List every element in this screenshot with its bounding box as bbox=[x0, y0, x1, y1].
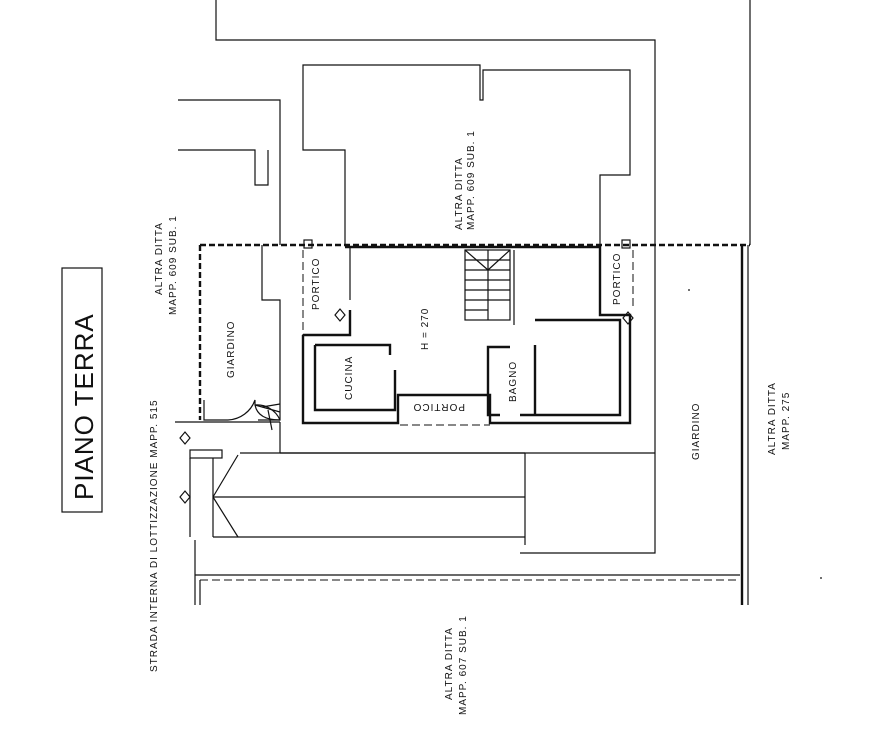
spiral-stair bbox=[254, 403, 281, 431]
house bbox=[301, 239, 634, 426]
staircase bbox=[464, 249, 515, 325]
label-altra-ditta-275: ALTRA DITTA bbox=[767, 382, 778, 455]
plan-title: PIANO TERRA bbox=[69, 313, 99, 500]
lot-boundaries bbox=[194, 0, 822, 605]
label-cucina: CUCINA bbox=[344, 356, 355, 400]
label-mapp-607: MAPP. 607 SUB. 1 bbox=[458, 615, 469, 715]
neighbour-building-left bbox=[178, 99, 281, 245]
label-mapp-275: MAPP. 275 bbox=[781, 392, 792, 450]
garden-curve bbox=[203, 399, 281, 421]
label-portico-right: PORTICO bbox=[612, 253, 623, 305]
entrance-icon bbox=[334, 308, 346, 322]
label-height: H = 270 bbox=[420, 308, 431, 350]
label-mapp-609-top: MAPP. 609 SUB. 1 bbox=[466, 130, 477, 230]
label-bagno: BAGNO bbox=[508, 361, 519, 402]
label-giardino-right: GIARDINO bbox=[691, 403, 702, 460]
neighbour-building bbox=[302, 64, 631, 245]
label-giardino-left: GIARDINO bbox=[226, 321, 237, 378]
label-portico-left: PORTICO bbox=[311, 258, 322, 310]
entrance-icon bbox=[179, 431, 191, 445]
title-block: PIANO TERRA bbox=[61, 267, 103, 513]
garage bbox=[175, 421, 655, 545]
label-altra-ditta-top: ALTRA DITTA bbox=[454, 157, 465, 230]
entrance-icon bbox=[622, 311, 634, 325]
label-portico-bottom: PORTICO bbox=[413, 401, 465, 412]
label-altra-ditta-left: ALTRA DITTA bbox=[154, 222, 165, 295]
label-mapp-609-left: MAPP. 609 SUB. 1 bbox=[168, 215, 179, 315]
entrance-markers bbox=[179, 308, 634, 504]
label-altra-ditta-607: ALTRA DITTA bbox=[444, 627, 455, 700]
label-strada: STRADA INTERNA DI LOTTIZZAZIONE MAPP. 51… bbox=[149, 399, 160, 672]
entrance-icon bbox=[179, 490, 191, 504]
